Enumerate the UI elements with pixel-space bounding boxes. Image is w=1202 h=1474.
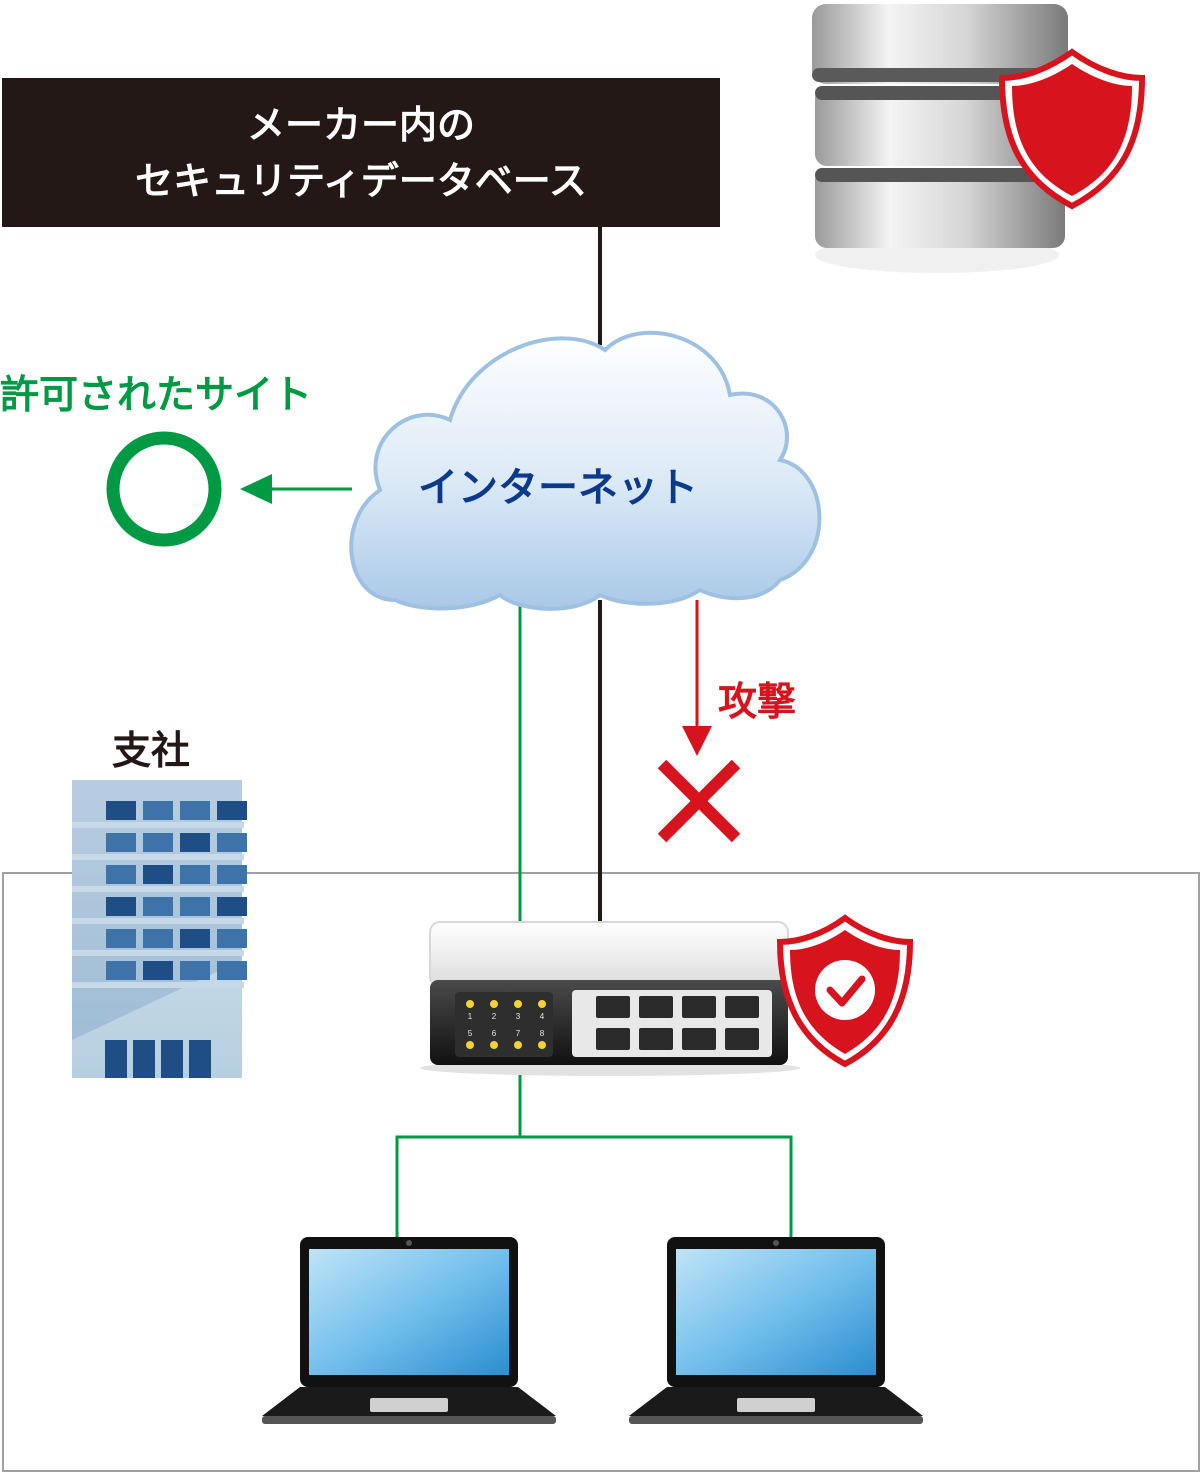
router-port bbox=[725, 996, 759, 1018]
router-switch-icon: 1 2 3 4 5 6 7 8 bbox=[420, 921, 800, 1076]
router-led-number: 7 bbox=[516, 1029, 521, 1038]
router-led-8 bbox=[538, 1041, 546, 1049]
cross-blocked-icon bbox=[657, 759, 741, 843]
router-led-number: 2 bbox=[492, 1012, 497, 1021]
attack-arrowhead bbox=[682, 726, 712, 756]
security-database-box: メーカー内の セキュリティデータベース bbox=[2, 78, 720, 227]
attack-label: 攻撃 bbox=[718, 680, 797, 725]
circle-ok-icon bbox=[106, 431, 222, 547]
router-led-2 bbox=[490, 1000, 498, 1008]
router-port bbox=[639, 996, 673, 1018]
router-led-5 bbox=[466, 1041, 474, 1049]
router-shield-icon bbox=[776, 914, 914, 1068]
allowed-arrowhead bbox=[240, 474, 272, 504]
router-port bbox=[682, 1028, 716, 1050]
router-led-4 bbox=[538, 1000, 546, 1008]
router-port bbox=[596, 996, 630, 1018]
router-port bbox=[725, 1028, 759, 1050]
internet-label: インターネット bbox=[418, 465, 698, 511]
branch-building-icon bbox=[72, 780, 247, 1078]
internet-cloud-icon bbox=[349, 330, 822, 611]
lan-branch-line bbox=[395, 1135, 793, 1237]
database-title-line1: メーカー内の bbox=[246, 102, 475, 147]
allowed-site-label: 許可されたサイト bbox=[0, 373, 313, 418]
router-led-number: 8 bbox=[540, 1029, 545, 1038]
checkmark-circle-icon bbox=[815, 960, 875, 1020]
router-led-1 bbox=[466, 1000, 474, 1008]
router-port bbox=[639, 1028, 673, 1050]
router-led-number: 6 bbox=[492, 1029, 497, 1038]
router-port bbox=[682, 996, 716, 1018]
laptop-left-icon bbox=[262, 1237, 556, 1424]
router-led-3 bbox=[514, 1000, 522, 1008]
router-led-number: 3 bbox=[516, 1012, 521, 1021]
router-led-number: 4 bbox=[540, 1012, 545, 1021]
router-led-number: 5 bbox=[468, 1029, 473, 1038]
router-led-7 bbox=[514, 1041, 522, 1049]
checkmark-icon bbox=[826, 975, 866, 1007]
router-led-number: 1 bbox=[468, 1012, 473, 1021]
laptop-right-icon bbox=[629, 1237, 923, 1424]
branch-office-label: 支社 bbox=[112, 729, 191, 774]
router-port bbox=[596, 1028, 630, 1050]
database-title-line2: セキュリティデータベース bbox=[135, 158, 587, 203]
database-shield-icon bbox=[998, 48, 1146, 210]
router-led-6 bbox=[490, 1041, 498, 1049]
